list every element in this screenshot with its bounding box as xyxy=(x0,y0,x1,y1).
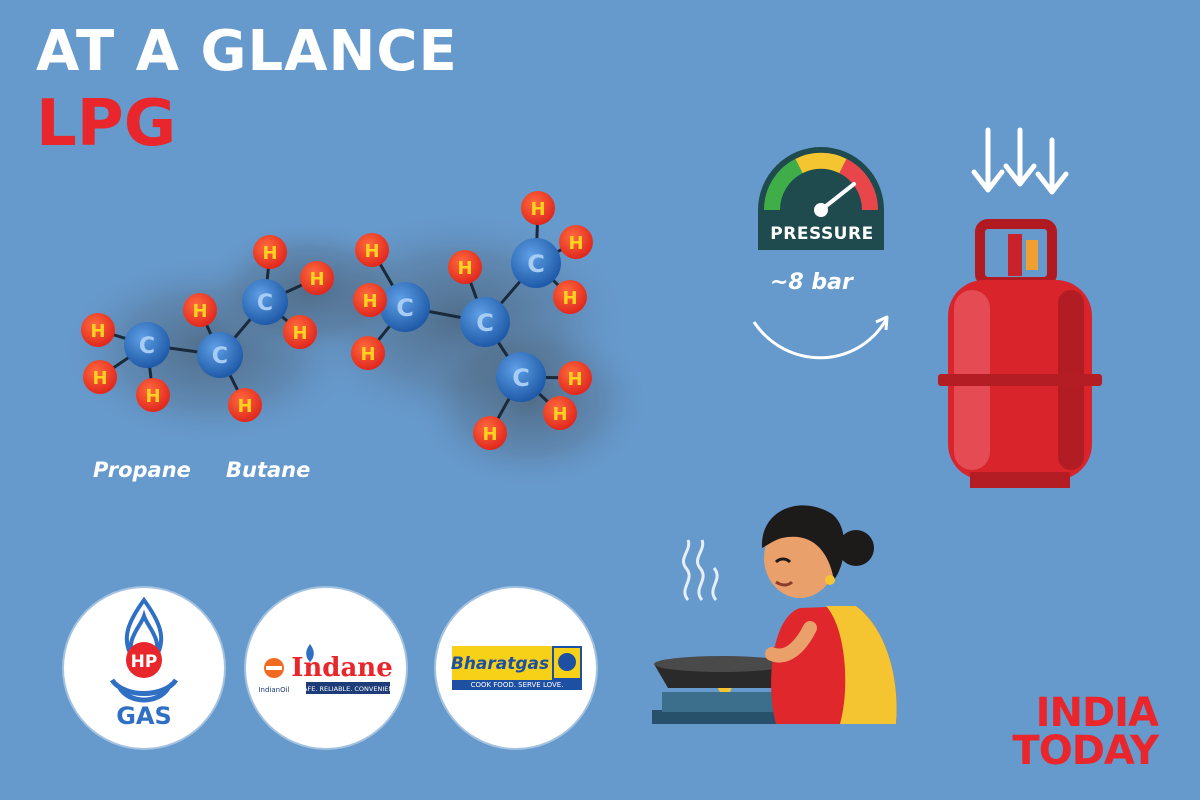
pressure-value: ~8 bar xyxy=(770,270,853,295)
hp-gas-logo: HP GAS xyxy=(64,588,224,748)
hydrogen-atom: H xyxy=(136,378,170,412)
svg-text:C: C xyxy=(139,334,155,359)
page-title: AT A GLANCE xyxy=(36,19,458,84)
flame-icon xyxy=(124,596,164,662)
carbon-atom: C xyxy=(242,279,288,325)
hydrogen-atom: H xyxy=(351,336,385,370)
svg-text:H: H xyxy=(145,386,160,407)
svg-text:H: H xyxy=(482,424,497,445)
indane-tagline: SAFE. RELIABLE. CONVENIENT xyxy=(299,685,397,693)
hydrogen-atom: H xyxy=(553,280,587,314)
butane-label: Butane xyxy=(226,458,311,482)
hydrogen-atom: H xyxy=(558,361,592,395)
hydrogen-atom: H xyxy=(81,313,115,347)
indane-text: Indane xyxy=(291,653,393,683)
hydrogen-atom: H xyxy=(183,293,217,327)
carbon-atom: C xyxy=(197,332,243,378)
svg-text:C: C xyxy=(396,294,414,322)
page-subtitle-lpg: LPG xyxy=(36,87,177,161)
svg-text:H: H xyxy=(364,241,379,262)
svg-text:H: H xyxy=(262,243,277,264)
carbon-atoms: C C C C C C C xyxy=(124,238,561,402)
carbon-atom: C xyxy=(380,282,430,332)
propane-label: Propane xyxy=(93,458,191,482)
bharatgas-logo: Bharatgas COOK FOOD. SERVE LOVE. xyxy=(436,588,596,748)
svg-text:H: H xyxy=(568,233,583,254)
svg-text:H: H xyxy=(90,321,105,342)
hydrogen-atom: H xyxy=(300,261,334,295)
svg-text:C: C xyxy=(512,364,530,392)
steam-icon xyxy=(682,539,719,601)
svg-text:H: H xyxy=(237,396,252,417)
bharatgas-text: Bharatgas xyxy=(451,654,549,674)
brand-line1: INDIA xyxy=(1035,690,1159,736)
gas-text: GAS xyxy=(116,702,172,730)
svg-text:H: H xyxy=(562,288,577,309)
indianoil-text: IndianOil xyxy=(258,686,289,694)
flame-icon xyxy=(306,644,314,662)
carbon-atom: C xyxy=(124,322,170,368)
svg-text:H: H xyxy=(552,404,567,425)
pressure-label: PRESSURE xyxy=(770,224,874,244)
bharatgas-tagline: COOK FOOD. SERVE LOVE. xyxy=(471,681,564,689)
hydrogen-atom: H xyxy=(253,235,287,269)
svg-text:H: H xyxy=(567,369,582,390)
hydrogen-atom: H xyxy=(228,388,262,422)
curved-arrow-icon xyxy=(752,315,889,360)
svg-text:C: C xyxy=(212,344,228,369)
carbon-atom: C xyxy=(496,352,546,402)
svg-text:H: H xyxy=(457,258,472,279)
carbon-atom: C xyxy=(460,297,510,347)
svg-text:C: C xyxy=(257,291,273,316)
svg-text:H: H xyxy=(309,269,324,290)
carbon-atom: C xyxy=(511,238,561,288)
svg-text:H: H xyxy=(292,323,307,344)
hydrogen-atom: H xyxy=(521,191,555,225)
hydrogen-atom: H xyxy=(283,315,317,349)
hydrogen-atom: H xyxy=(543,396,577,430)
hydrogen-atom: H xyxy=(353,283,387,317)
pressure-gauge-icon xyxy=(758,147,884,250)
svg-text:H: H xyxy=(530,199,545,220)
svg-text:H: H xyxy=(192,301,207,322)
svg-text:C: C xyxy=(476,309,494,337)
indane-logo: IndianOil Indane SAFE. RELIABLE. CONVENI… xyxy=(246,588,406,748)
brand-line2: TODAY xyxy=(1012,728,1159,774)
svg-text:H: H xyxy=(92,368,107,389)
gas-cylinder xyxy=(938,219,1102,488)
down-arrows-icon xyxy=(971,127,1069,195)
hp-text: HP xyxy=(131,652,158,672)
hydrogen-atom: H xyxy=(83,360,117,394)
svg-text:H: H xyxy=(360,344,375,365)
woman-cooking-illustration xyxy=(652,505,897,724)
hydrogen-atom: H xyxy=(355,233,389,267)
svg-text:C: C xyxy=(527,250,545,278)
hydrogen-atom: H xyxy=(559,225,593,259)
hydrogen-atom: H xyxy=(448,250,482,284)
india-today-logo: INDIA TODAY xyxy=(1012,690,1159,774)
hydrogen-atom: H xyxy=(473,416,507,450)
svg-text:H: H xyxy=(362,291,377,312)
